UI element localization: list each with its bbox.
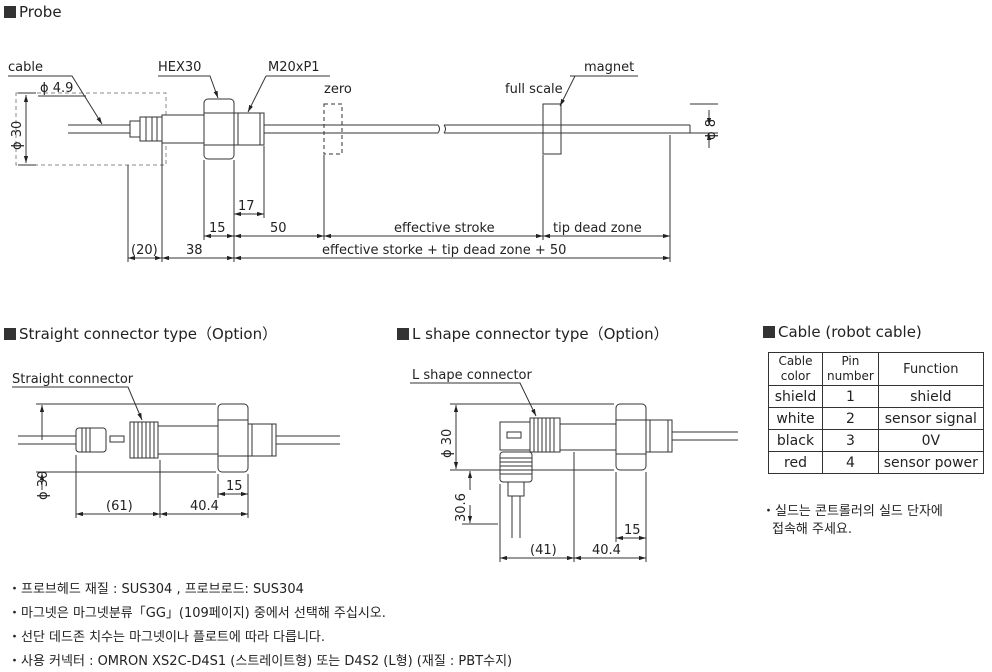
cell-pin: 2 bbox=[822, 407, 879, 430]
dim-straight-15: 15 bbox=[226, 479, 243, 494]
footnote-material: ・프로브헤드 재질 : SUS304 , 프로브로드: SUS304 bbox=[8, 582, 304, 597]
footnote-connector: ・사용 커넥터 : OMRON XS2C-D4S1 (스트레이트형) 또는 D4… bbox=[8, 654, 513, 669]
label-zero: zero bbox=[324, 82, 352, 97]
header-cable-color: Cable color bbox=[768, 352, 823, 386]
header-pin-number: Pin number bbox=[822, 352, 879, 386]
dim-l-41: (41) bbox=[530, 543, 557, 558]
footnote-magnet: ・마그넷은 마그넷분류「GG」(109페이지) 중에서 선택해 주십시오. bbox=[8, 606, 386, 621]
cell-pin: 1 bbox=[822, 385, 879, 408]
label-phi-30: ϕ 30 bbox=[10, 121, 25, 150]
label-cable: cable bbox=[8, 60, 43, 75]
dim-17: 17 bbox=[238, 199, 255, 214]
table-row: red 4 sensor power bbox=[768, 451, 984, 474]
probe-dimensions bbox=[8, 75, 712, 261]
square-bullet-icon bbox=[763, 326, 775, 338]
cell-function: sensor signal bbox=[877, 407, 984, 430]
dim-15: 15 bbox=[209, 221, 226, 236]
dim-tip-dead-zone: tip dead zone bbox=[553, 221, 642, 236]
label-phi-4-9: ϕ 4.9 bbox=[40, 81, 73, 96]
label-straight-phi-30: ϕ 30 bbox=[36, 471, 51, 500]
dim-straight-61: (61) bbox=[106, 499, 133, 514]
dim-effective-stroke: effective stroke bbox=[394, 221, 495, 236]
square-bullet-icon bbox=[4, 6, 16, 18]
cell-color: shield bbox=[768, 385, 823, 408]
cable-note-line-2: 접속해 주세요. bbox=[772, 522, 853, 537]
section-probe: Probe bbox=[4, 3, 62, 21]
dim-20: (20) bbox=[131, 243, 158, 258]
l-shape-connector-text: L shape connector ϕ 30 30.6 (41) 40.4 15 bbox=[412, 368, 641, 558]
dim-straight-40-4: 40.4 bbox=[190, 499, 219, 514]
cell-function: shield bbox=[877, 385, 984, 408]
probe-text: cable ϕ 4.9 HEX30 M20xP1 zero full scale… bbox=[8, 60, 719, 258]
cell-pin: 4 bbox=[822, 451, 879, 474]
cable-table: Cable color Pin number Function shield 1… bbox=[768, 352, 984, 474]
dim-38: 38 bbox=[186, 243, 203, 258]
dim-l-30-6: 30.6 bbox=[454, 493, 469, 522]
cell-color: black bbox=[768, 429, 823, 452]
straight-connector-text: Straight connector ϕ 30 (61) 40.4 15 bbox=[12, 372, 243, 514]
table-row: white 2 sensor signal bbox=[768, 407, 984, 430]
probe-drawing bbox=[15, 92, 718, 262]
label-magnet: magnet bbox=[584, 60, 634, 75]
table-row: shield 1 shield bbox=[768, 385, 984, 408]
dim-l-40-4: 40.4 bbox=[592, 543, 621, 558]
square-bullet-icon bbox=[397, 328, 409, 340]
straight-connector-drawing bbox=[12, 386, 340, 518]
dim-50: 50 bbox=[270, 221, 287, 236]
cell-pin: 3 bbox=[822, 429, 879, 452]
table-row: black 3 0V bbox=[768, 429, 984, 452]
section-straight-connector: Straight connector type（Option） bbox=[4, 323, 277, 344]
l-shape-connector-drawing bbox=[410, 382, 738, 562]
label-m20xp1: M20xP1 bbox=[268, 60, 320, 75]
footnote-dead-zone: ・선단 데드존 치수는 마그넷이나 플로트에 따라 다릅니다. bbox=[8, 630, 326, 645]
dim-total-length: effective storke + tip dead zone + 50 bbox=[322, 243, 566, 258]
label-hex30: HEX30 bbox=[158, 60, 201, 75]
label-l-phi-30: ϕ 30 bbox=[440, 429, 455, 458]
table-header-row: Cable color Pin number Function bbox=[768, 352, 984, 386]
cell-function: 0V bbox=[877, 429, 984, 452]
header-function: Function bbox=[877, 352, 984, 386]
label-straight-connector: Straight connector bbox=[12, 372, 134, 387]
label-full-scale: full scale bbox=[505, 82, 563, 97]
cable-note-line-1: ・실드는 콘트롤러의 실드 단자에 bbox=[762, 504, 943, 519]
dim-l-15: 15 bbox=[624, 523, 641, 538]
label-l-shape-connector: L shape connector bbox=[412, 368, 533, 383]
square-bullet-icon bbox=[4, 328, 16, 340]
cell-color: white bbox=[768, 407, 823, 430]
cell-function: sensor power bbox=[877, 451, 984, 474]
label-phi-8: ϕ 8 bbox=[704, 119, 719, 140]
section-cable: Cable (robot cable) bbox=[763, 323, 922, 341]
cell-color: red bbox=[768, 451, 823, 474]
section-l-shape-connector: L shape connector type（Option） bbox=[397, 323, 669, 344]
